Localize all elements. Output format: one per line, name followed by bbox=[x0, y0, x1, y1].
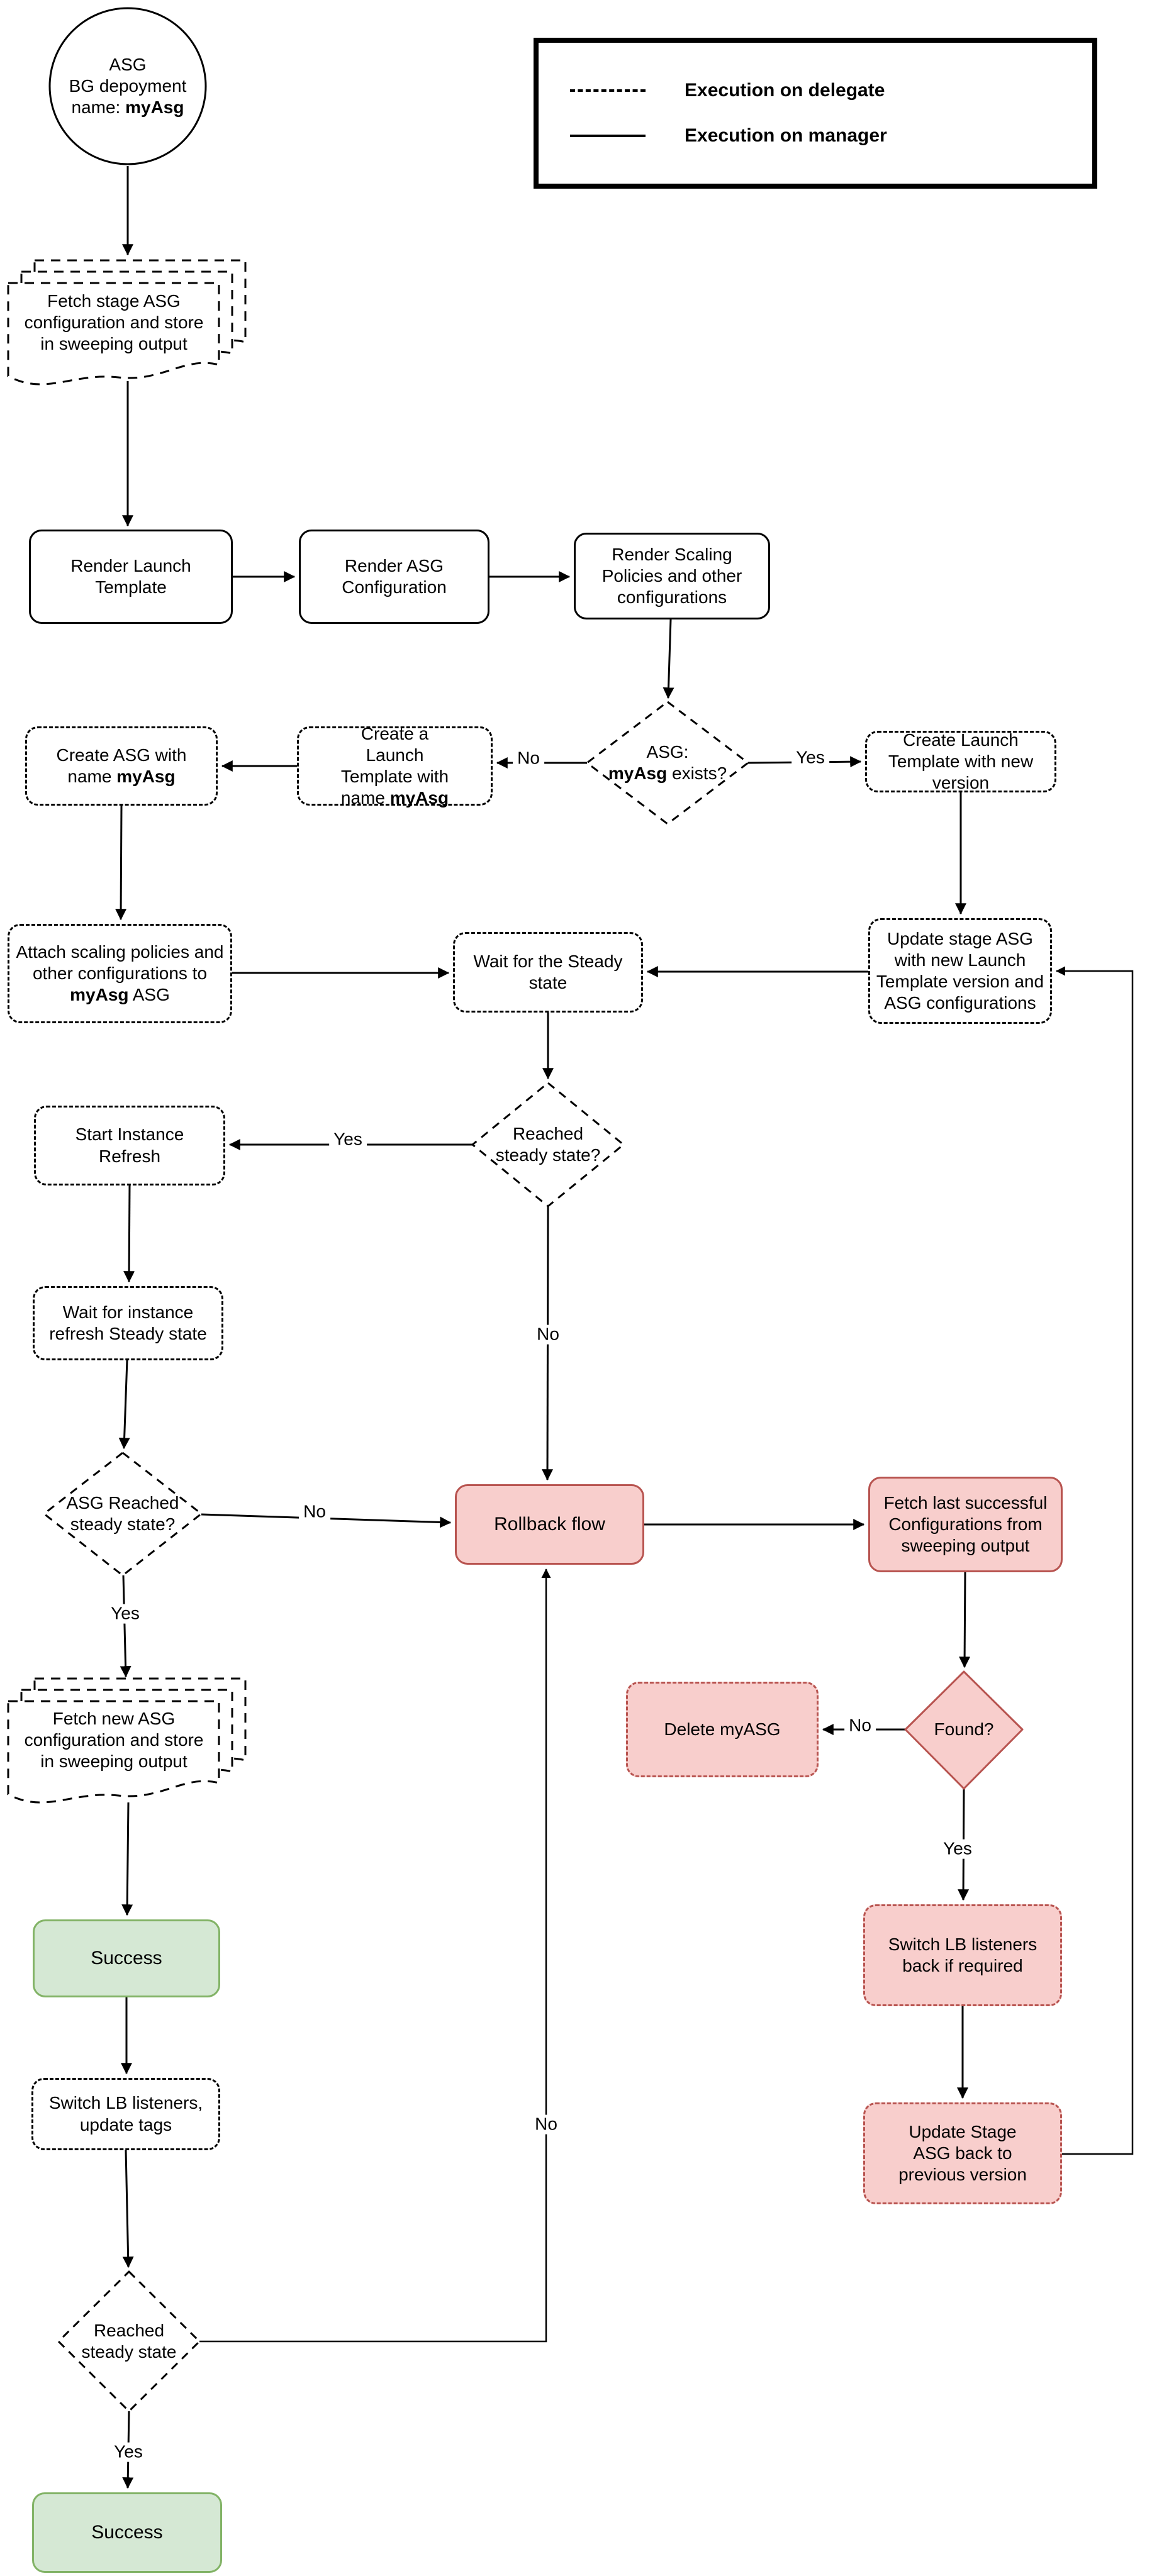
node-fetch-stage-label: Fetch stage ASG configuration and store … bbox=[24, 291, 204, 354]
edge-label-reached2-yes: Yes bbox=[109, 2442, 147, 2462]
decision-asg-exists-label: ASG: myAsg exists? bbox=[608, 741, 727, 783]
edge-reached2-no-loop bbox=[199, 1568, 551, 2343]
node-fetch-new-label: Fetch new ASG configuration and store in… bbox=[24, 1708, 204, 1772]
bold-asg-name: myAsg bbox=[389, 788, 449, 808]
legend-item-delegate: Execution on delegate bbox=[539, 80, 1092, 101]
decision-asg-reached-steady bbox=[43, 1452, 203, 1577]
decision-found-label: Found? bbox=[934, 1719, 994, 1739]
edge-label-exists-yes: Yes bbox=[791, 748, 829, 768]
decision-reached-steady-1-label: Reached steady state? bbox=[495, 1123, 601, 1165]
legend: Execution on delegate Execution on manag… bbox=[534, 38, 1097, 189]
bold-asg-name: myAsg bbox=[608, 763, 668, 783]
decision-found bbox=[904, 1670, 1024, 1790]
node-render-asg-configuration: Render ASG Configuration bbox=[299, 530, 489, 624]
edge-label-asg-reached-no: No bbox=[299, 1502, 330, 1522]
edge-switch-lb-to-reached2 bbox=[122, 2150, 134, 2268]
node-success-final: Success bbox=[32, 2492, 222, 2573]
node-switch-lb-listeners: Switch LB listeners, update tags bbox=[31, 2078, 220, 2150]
legend-label: Execution on manager bbox=[685, 125, 887, 146]
node-delete-myasg: Delete myASG bbox=[626, 1682, 819, 1777]
doc-stack-fetch-stage bbox=[7, 259, 247, 386]
node-rollback-flow: Rollback flow bbox=[455, 1484, 644, 1565]
start-circle bbox=[48, 7, 207, 165]
dashed-line-sample bbox=[570, 89, 646, 92]
edge-fetch-new-to-success bbox=[121, 1802, 133, 1916]
legend-item-manager: Execution on manager bbox=[539, 125, 1092, 147]
decision-reached-steady-1 bbox=[471, 1082, 625, 1208]
edge-label-reached1-no: No bbox=[532, 1324, 564, 1345]
start-circle-label: ASG BG depoyment name: myAsg bbox=[69, 54, 187, 118]
node-render-launch-template: Render Launch Template bbox=[29, 530, 233, 624]
node-update-stage-back: Update Stage ASG back to previous versio… bbox=[863, 2102, 1062, 2204]
bold-asg-name: myAsg bbox=[116, 767, 176, 786]
node-switch-lb-back: Switch LB listeners back if required bbox=[863, 1904, 1062, 2006]
edge-render-scaling-to-exists bbox=[663, 619, 674, 699]
legend-label: Execution on delegate bbox=[685, 80, 885, 101]
decision-reached-steady-2-label: Reached steady state bbox=[81, 2320, 177, 2362]
decision-reached-steady-2 bbox=[57, 2270, 201, 2412]
node-create-launch-template-new: Create Launch Template with new version bbox=[865, 730, 1056, 792]
node-wait-instance-refresh: Wait for instance refresh Steady state bbox=[33, 1286, 223, 1360]
node-render-scaling-policies: Render Scaling Policies and other config… bbox=[574, 533, 770, 619]
bold-asg-name: myAsg bbox=[125, 97, 184, 118]
edge-label-asg-reached-yes: Yes bbox=[106, 1604, 144, 1624]
node-create-asg: Create ASG with name myAsg bbox=[25, 726, 218, 806]
node-create-a-launch-template: Create a Launch Template with name myAsg bbox=[297, 724, 493, 808]
edge-sir-to-wir bbox=[123, 1185, 135, 1283]
node-success-mid: Success bbox=[33, 1919, 220, 1997]
node-fetch-last-successful: Fetch last successful Configurations fro… bbox=[868, 1477, 1063, 1572]
edge-wir-to-asg-reached bbox=[118, 1360, 130, 1450]
decision-asg-exists bbox=[586, 701, 749, 825]
edge-label-found-yes: Yes bbox=[939, 1839, 976, 1859]
edge-label-found-no: No bbox=[844, 1716, 876, 1736]
node-wait-steady: Wait for the Steady state bbox=[453, 932, 643, 1013]
node-start-instance-refresh: Start Instance Refresh bbox=[34, 1106, 225, 1185]
edge-asg-reached-yes bbox=[120, 1575, 131, 1678]
node-update-stage-asg: Update stage ASG with new Launch Templat… bbox=[868, 918, 1052, 1024]
edge-label-reached2-no: No bbox=[530, 2114, 562, 2135]
edge-update-back-loop bbox=[1055, 966, 1134, 2155]
bold-asg-name: myAsg bbox=[70, 985, 129, 1005]
edge-label-reached1-yes: Yes bbox=[329, 1130, 367, 1150]
solid-line-sample bbox=[570, 135, 646, 137]
edge-label-exists-no: No bbox=[513, 748, 544, 769]
decision-asg-reached-label: ASG Reached steady state? bbox=[66, 1492, 179, 1534]
doc-stack-fetch-new bbox=[7, 1677, 247, 1804]
node-attach-scaling: Attach scaling policies and other config… bbox=[8, 924, 232, 1023]
